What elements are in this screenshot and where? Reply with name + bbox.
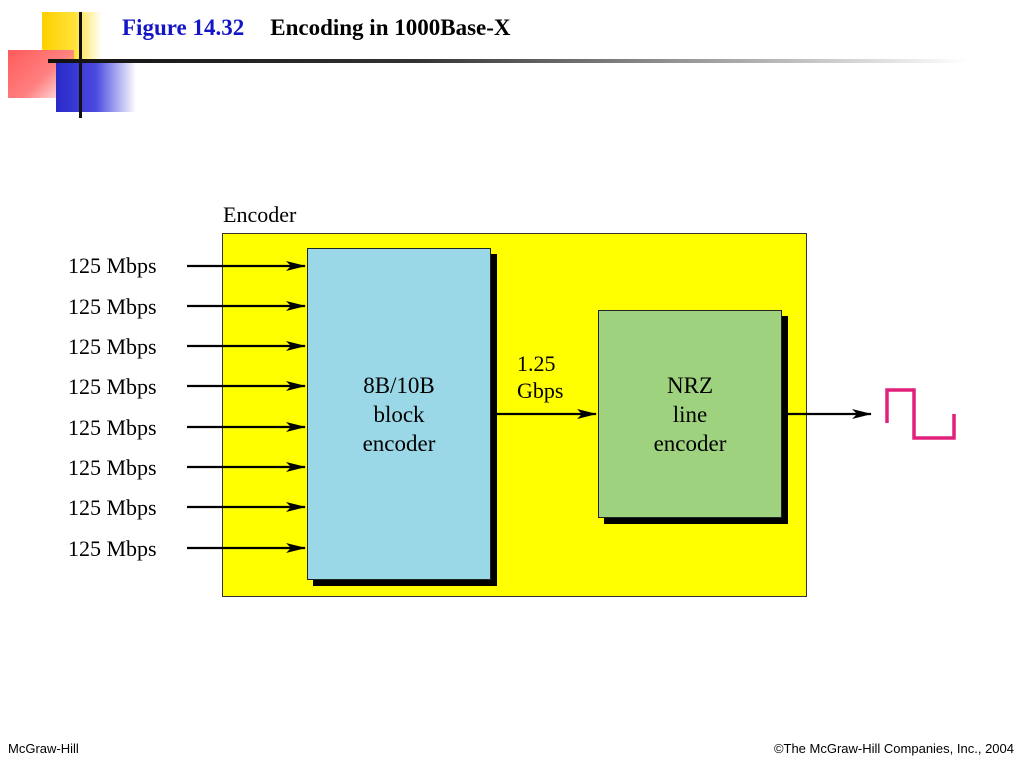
encoder-label: Encoder bbox=[223, 202, 297, 227]
input-rate-label: 125 Mbps bbox=[68, 455, 157, 480]
input-rate-label: 125 Mbps bbox=[68, 536, 157, 561]
line-encoder-line2: line bbox=[672, 401, 708, 427]
figure-number: Figure 14.32 bbox=[122, 15, 245, 40]
intermediate-rate-label: 1.25 Gbps bbox=[517, 350, 563, 404]
input-rate-label: 125 Mbps bbox=[68, 415, 157, 440]
block-encoder-8b10b: 8B/10B block encoder bbox=[307, 248, 491, 580]
nrz-line-encoder: NRZ line encoder bbox=[598, 310, 782, 518]
slide-title: Figure 14.32 Encoding in 1000Base-X bbox=[122, 15, 511, 41]
input-rate-label: 125 Mbps bbox=[68, 294, 157, 319]
title-underline bbox=[48, 59, 968, 63]
block-encoder-line2: block bbox=[373, 401, 425, 427]
intermediate-rate-unit: Gbps bbox=[517, 378, 564, 403]
block-encoder-line1: 8B/10B bbox=[363, 372, 435, 398]
footer-publisher: McGraw-Hill bbox=[8, 741, 79, 756]
block-encoder-line3: encoder bbox=[362, 430, 436, 456]
intermediate-rate-value: 1.25 bbox=[517, 351, 556, 376]
slide-corner-decoration bbox=[0, 0, 140, 120]
input-rate-label: 125 Mbps bbox=[68, 334, 157, 359]
line-encoder-line1: NRZ bbox=[667, 372, 713, 398]
footer-copyright: ©The McGraw-Hill Companies, Inc., 2004 bbox=[773, 741, 1014, 756]
input-rate-label: 125 Mbps bbox=[68, 374, 157, 399]
decor-vertical-line bbox=[79, 12, 82, 118]
nrz-signal-waveform bbox=[885, 388, 956, 440]
decor-blue-square bbox=[56, 62, 136, 112]
input-rate-label: 125 Mbps bbox=[68, 253, 157, 278]
line-encoder-line3: encoder bbox=[653, 430, 727, 456]
figure-title: Encoding in 1000Base-X bbox=[270, 15, 511, 40]
input-rate-label: 125 Mbps bbox=[68, 495, 157, 520]
